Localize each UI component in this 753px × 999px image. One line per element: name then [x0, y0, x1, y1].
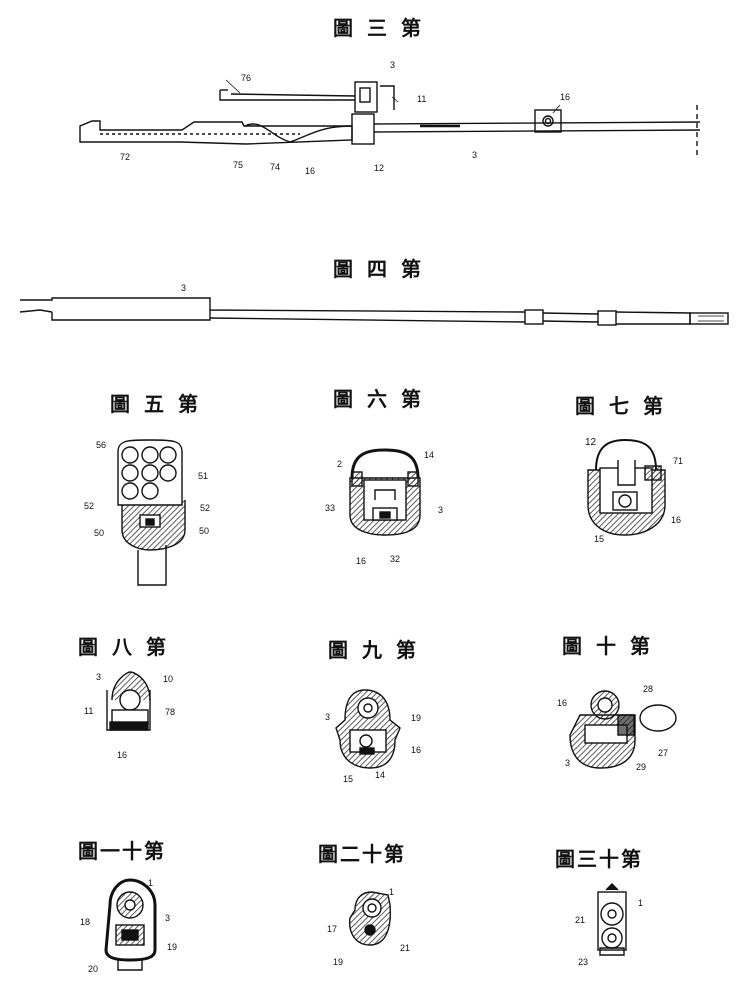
label: 75 [233, 160, 244, 170]
title-fig9: 圖九第 [328, 638, 430, 662]
figure-8-drawing [106, 671, 151, 731]
label: 14 [375, 770, 386, 780]
label: 3 [390, 60, 396, 70]
label: 76 [241, 73, 252, 83]
label: 3 [181, 283, 187, 293]
label: 11 [84, 706, 94, 716]
label: 15 [343, 774, 354, 784]
label: 16 [411, 745, 422, 755]
label: 29 [636, 762, 647, 772]
label: 72 [120, 152, 131, 162]
label: 16 [305, 166, 316, 176]
label: 52 [200, 503, 211, 513]
label: 3 [325, 712, 331, 722]
title-fig10: 圖十第 [562, 634, 664, 658]
figure-5-drawing [117, 439, 186, 586]
label: 56 [96, 440, 107, 450]
title-fig7: 圖七第 [575, 394, 677, 418]
figure-4-drawing [19, 297, 729, 326]
label: 52 [84, 501, 95, 511]
label: 1 [389, 887, 395, 897]
label: 3 [472, 150, 478, 160]
label: 3 [96, 672, 102, 682]
label: 32 [390, 554, 401, 564]
label: 19 [333, 957, 344, 967]
label: 50 [94, 528, 105, 538]
label: 17 [327, 924, 338, 934]
label: 28 [643, 684, 654, 694]
label: 10 [163, 674, 174, 684]
label: 71 [673, 456, 684, 466]
label: 21 [400, 943, 411, 953]
label: 16 [557, 698, 568, 708]
label: 1 [148, 878, 154, 888]
title-fig4: 圖四第 [333, 257, 435, 281]
label: 20 [88, 964, 99, 974]
label: 12 [585, 437, 597, 448]
label: 11 [417, 94, 427, 104]
label: 3 [165, 913, 171, 923]
title-fig8: 圖八第 [78, 635, 180, 659]
label: 15 [594, 534, 605, 544]
title-fig12: 圖二十第 [318, 842, 406, 866]
label: 16 [117, 750, 128, 760]
label: 2 [337, 459, 343, 469]
label: 27 [658, 748, 669, 758]
label: 16 [560, 92, 571, 102]
figure-13-drawing [597, 883, 627, 956]
label: 14 [424, 450, 435, 460]
figure-6-drawing [349, 448, 421, 536]
label: 23 [578, 957, 589, 967]
label: 19 [167, 942, 178, 952]
title-fig3: 圖三第 [333, 16, 435, 40]
label: 3 [438, 505, 444, 515]
label: 51 [198, 471, 209, 481]
figure-11-drawing [104, 878, 157, 971]
label: 19 [411, 713, 422, 723]
label: 16 [356, 556, 367, 566]
label: 3 [565, 758, 571, 768]
label: 50 [199, 526, 210, 536]
label: 12 [374, 163, 385, 173]
figure-12-drawing [348, 891, 392, 946]
figure-3-drawing [79, 79, 701, 158]
figure-7-drawing [587, 438, 666, 536]
title-fig11: 圖一十第 [78, 839, 166, 863]
label: 33 [325, 503, 336, 513]
figure-9-drawing [335, 689, 401, 769]
label: 18 [80, 917, 91, 927]
label: 78 [165, 707, 176, 717]
label: 74 [270, 162, 281, 172]
label: 16 [671, 515, 682, 525]
label: 1 [638, 898, 644, 908]
title-fig6: 圖六第 [333, 387, 435, 411]
title-fig5: 圖五第 [110, 392, 212, 416]
figure-10-drawing [569, 690, 677, 769]
title-fig13: 圖三十第 [555, 847, 643, 871]
label: 21 [575, 915, 586, 925]
